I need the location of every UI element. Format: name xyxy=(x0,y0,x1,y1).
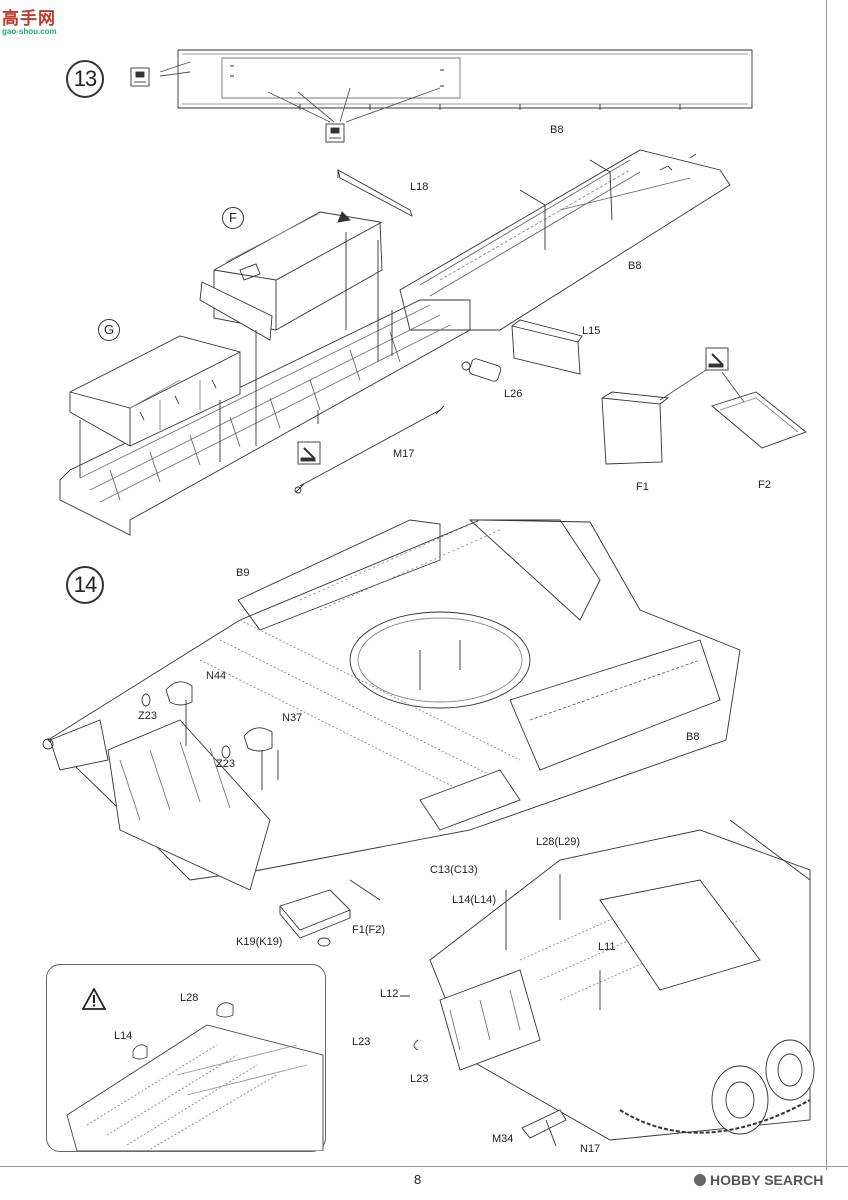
label-n37: N37 xyxy=(282,712,303,724)
part-g-box xyxy=(69,335,241,447)
label-l14-l14: L14(L14) xyxy=(452,894,497,906)
part-n37 xyxy=(243,727,273,752)
label-l26: L26 xyxy=(504,388,523,400)
step-number-14: 14 xyxy=(66,566,104,604)
inset-label-l14: L14 xyxy=(114,1030,133,1042)
label-f2: F2 xyxy=(758,479,771,491)
inset-label-l28: L28 xyxy=(180,992,199,1004)
label-m17: M17 xyxy=(393,448,415,460)
part-z23 xyxy=(141,693,231,759)
logo-url: gao-shou.com xyxy=(2,27,57,36)
part-f1-f2-step14 xyxy=(279,889,351,939)
part-b8-hull-rail xyxy=(399,149,731,331)
label-k19: K19(K19) xyxy=(236,936,283,948)
label-m34: M34 xyxy=(492,1133,514,1145)
part-b8-rail-top xyxy=(159,49,753,123)
warning-icon xyxy=(82,988,106,1010)
assembly-g-marker: G xyxy=(98,319,120,341)
assembly-f-marker: F xyxy=(222,207,244,229)
label-z23-b: Z23 xyxy=(216,758,235,770)
label-l23-a: L23 xyxy=(352,1036,371,1048)
page-number: 8 xyxy=(414,1172,422,1187)
label-f1-f2: F1(F2) xyxy=(352,924,385,936)
label-b8-top: B8 xyxy=(550,124,564,136)
glue-icon xyxy=(325,123,345,143)
part-l15 xyxy=(511,319,583,375)
label-b8-mid: B8 xyxy=(628,260,642,272)
part-l26 xyxy=(461,358,502,382)
part-l18 xyxy=(337,169,413,217)
inset-drawing xyxy=(66,1002,324,1151)
label-z23-a: Z23 xyxy=(138,710,157,722)
step-number-13: 13 xyxy=(66,60,104,98)
watermark-text: HOBBY SEARCH xyxy=(710,1172,824,1188)
label-n44: N44 xyxy=(206,670,227,682)
part-f2 xyxy=(711,391,807,449)
watermark-logo-icon xyxy=(694,1174,706,1186)
label-l11: L11 xyxy=(598,941,616,953)
part-m34 xyxy=(521,1109,567,1139)
part-f1 xyxy=(601,391,670,465)
site-logo: 高手网 gao-shou.com xyxy=(2,4,72,36)
logo-text: 高手网 xyxy=(2,9,56,29)
label-n17: N17 xyxy=(580,1143,601,1155)
watermark: HOBBY SEARCH xyxy=(694,1172,823,1188)
label-b8: B8 xyxy=(686,731,700,743)
step14-hull xyxy=(42,519,741,891)
step14-detail-hull xyxy=(429,819,815,1141)
part-m17 xyxy=(294,405,445,494)
part-f-box xyxy=(199,211,383,341)
cement-icon xyxy=(705,347,729,371)
label-l18: L18 xyxy=(410,181,429,193)
part-n44 xyxy=(165,681,193,706)
label-l15: L15 xyxy=(582,325,601,337)
label-l23-b: L23 xyxy=(410,1073,429,1085)
cement-icon xyxy=(297,441,321,465)
label-f1: F1 xyxy=(636,481,649,493)
part-k19 xyxy=(317,937,331,947)
page-border-bottom xyxy=(0,1166,848,1167)
page-border-right xyxy=(826,0,827,1170)
glue-icon xyxy=(130,67,150,87)
assembly-arrows-13 xyxy=(79,232,393,478)
label-l28-l29: L28(L29) xyxy=(536,836,581,848)
label-b9: B9 xyxy=(236,567,250,579)
label-c13: C13(C13) xyxy=(430,864,478,876)
label-l12: L12 xyxy=(380,988,399,1000)
